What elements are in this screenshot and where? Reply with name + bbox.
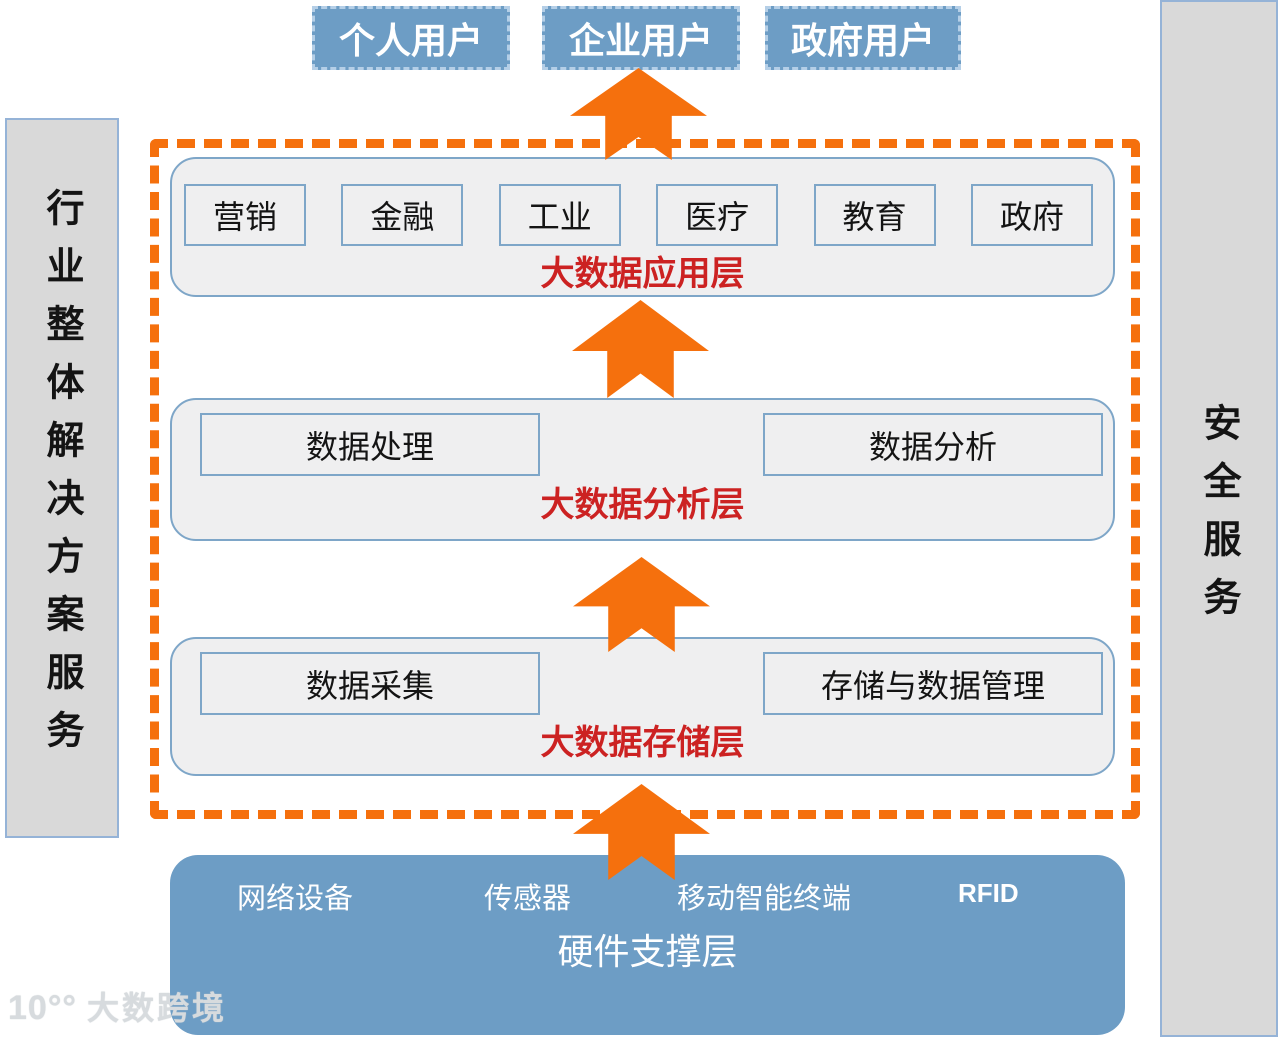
- hardware-item-network-devices: 网络设备: [237, 881, 354, 915]
- storage-layer-items: 数据采集 存储与数据管理: [172, 639, 1113, 715]
- application-layer: 营销 金融 工业 医疗 教育 政府 大数据应用层: [170, 157, 1115, 297]
- enterprise-user-box: 企业用户: [542, 6, 740, 70]
- application-item-finance: 金融: [341, 184, 464, 246]
- storage-layer: 数据采集 存储与数据管理 大数据存储层: [170, 637, 1115, 776]
- hardware-layer: 网络设备 传感器 移动智能终端 RFID 硬件支撑层: [170, 855, 1125, 1035]
- industry-solution-service-label: 行业整体解决方案服务: [40, 188, 85, 768]
- application-item-medical: 医疗: [656, 184, 779, 246]
- application-item-marketing: 营销: [184, 184, 306, 246]
- up-arrow-icon: [573, 557, 710, 652]
- application-item-government: 政府: [970, 184, 1093, 246]
- analysis-layer: 数据处理 数据分析 大数据分析层: [170, 398, 1115, 541]
- personal-user-box: 个人用户: [312, 6, 510, 70]
- security-service-bar: 安全服务: [1160, 0, 1278, 1037]
- analysis-item-data-processing: 数据处理: [200, 413, 540, 476]
- watermark-logo: 10°°: [8, 989, 78, 1027]
- hardware-item-sensors: 传感器: [484, 881, 572, 915]
- storage-item-data-collection: 数据采集: [200, 652, 540, 715]
- analysis-item-data-analysis: 数据分析: [763, 413, 1103, 476]
- enterprise-user-label: 企业用户: [568, 20, 713, 62]
- storage-layer-title: 大数据存储层: [540, 723, 745, 763]
- up-arrow-icon: [570, 68, 707, 160]
- industry-solution-service-bar: 行业整体解决方案服务: [5, 118, 119, 838]
- application-item-education: 教育: [813, 184, 936, 246]
- analysis-layer-title: 大数据分析层: [540, 485, 745, 525]
- personal-user-label: 个人用户: [338, 20, 483, 62]
- up-arrow-icon: [572, 300, 709, 398]
- security-service-label: 安全服务: [1197, 402, 1242, 635]
- storage-item-storage-management: 存储与数据管理: [763, 652, 1103, 715]
- application-layer-title: 大数据应用层: [540, 254, 745, 294]
- analysis-layer-items: 数据处理 数据分析: [172, 400, 1113, 476]
- hardware-layer-title: 硬件支撑层: [557, 932, 738, 973]
- application-item-industry: 工业: [498, 184, 621, 246]
- application-layer-items: 营销 金融 工业 医疗 教育 政府: [172, 159, 1113, 246]
- hardware-item-mobile-terminals: 移动智能终端: [677, 881, 852, 915]
- watermark-name: 大数跨境: [87, 990, 228, 1026]
- up-arrow-icon: [573, 784, 710, 880]
- government-user-box: 政府用户: [765, 6, 961, 70]
- hardware-item-rfid: RFID: [958, 878, 1019, 908]
- government-user-label: 政府用户: [790, 20, 935, 62]
- watermark: 10°° 大数跨境: [8, 983, 227, 1029]
